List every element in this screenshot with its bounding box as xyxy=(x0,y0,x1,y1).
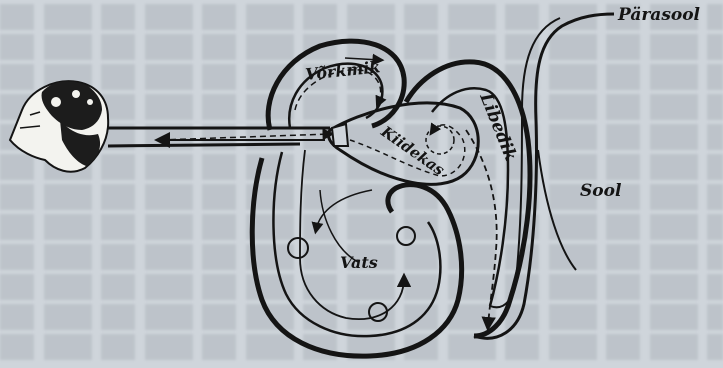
esophagus xyxy=(108,128,330,146)
label-kiidekas: Kiidekas xyxy=(377,122,448,180)
label-parasool: Pärasool xyxy=(617,5,701,25)
label-vats: Vats xyxy=(340,253,378,272)
reticulum xyxy=(268,41,404,130)
label-libedik: Libedik xyxy=(475,89,521,163)
label-yorkmik: Võrkmik xyxy=(304,57,381,84)
label-sool: Sool xyxy=(580,181,622,201)
sheep-head-icon xyxy=(10,81,108,172)
